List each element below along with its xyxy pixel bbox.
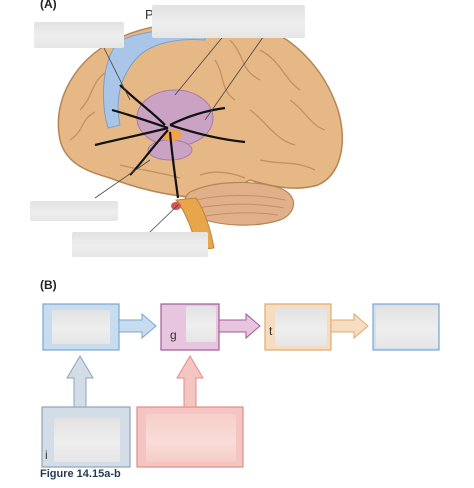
label-mask-a4 [72, 232, 208, 257]
label-fragment-t: t [269, 324, 273, 338]
label-mask-b3 [275, 308, 327, 346]
label-mask-b4 [376, 306, 438, 348]
figure-caption: Figure 14.15a-b [40, 468, 121, 480]
label-mask-b1 [52, 310, 110, 344]
label-mask-b5 [54, 418, 120, 462]
arrow-2-to-3 [218, 312, 261, 340]
arrow-1-to-2 [118, 312, 157, 340]
label-mask-b6 [146, 414, 236, 462]
arrow-5-to-1 [66, 355, 94, 408]
label-mask-a1 [34, 22, 124, 48]
arrow-6-to-2 [176, 355, 204, 408]
label-fragment-i: i [45, 448, 48, 462]
arrow-3-to-4 [330, 312, 369, 340]
panel-b-label: (B) [40, 278, 57, 292]
label-mask-b2 [186, 306, 216, 342]
label-fragment-p: P [145, 7, 154, 22]
label-mask-a2 [152, 5, 305, 38]
label-mask-a3 [30, 201, 118, 221]
panel-a-label: (A) [40, 0, 57, 11]
cerebellum-folds [194, 195, 286, 217]
label-fragment-g: g [170, 328, 177, 342]
